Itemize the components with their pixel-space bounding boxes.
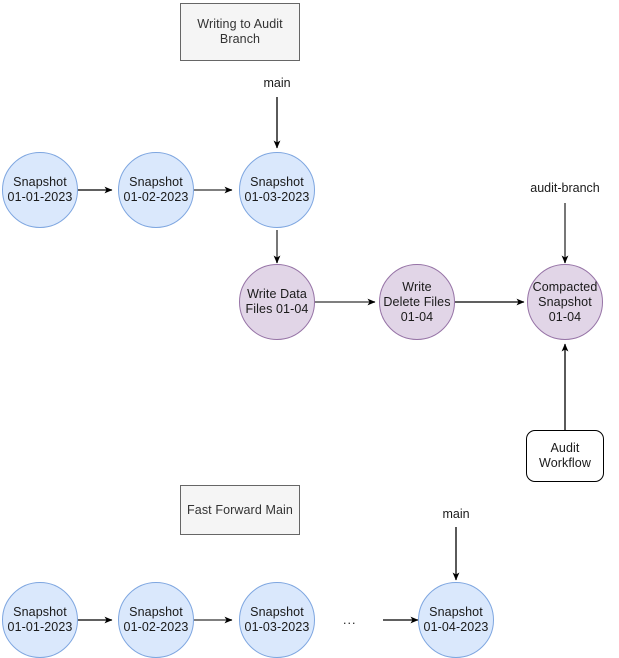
branch-label-main-bottom: main xyxy=(416,507,496,521)
section-label-fast-forward-main: Fast Forward Main xyxy=(180,485,300,535)
section-label-text: Fast Forward Main xyxy=(187,502,293,517)
branch-label-main-bottom-text: main xyxy=(442,507,470,521)
ellipsis-text: ... xyxy=(343,613,357,627)
branch-label-main-top: main xyxy=(237,76,317,90)
branch-label-audit-branch: audit-branch xyxy=(525,181,605,195)
branch-label-main-top-text: main xyxy=(263,76,291,90)
section-label-text: Writing to Audit Branch xyxy=(197,17,283,46)
section-label-writing-to-audit-branch: Writing to Audit Branch xyxy=(180,3,300,61)
ellipsis-gap-indicator: ... xyxy=(343,613,356,627)
branch-label-audit-branch-text: audit-branch xyxy=(530,181,600,195)
